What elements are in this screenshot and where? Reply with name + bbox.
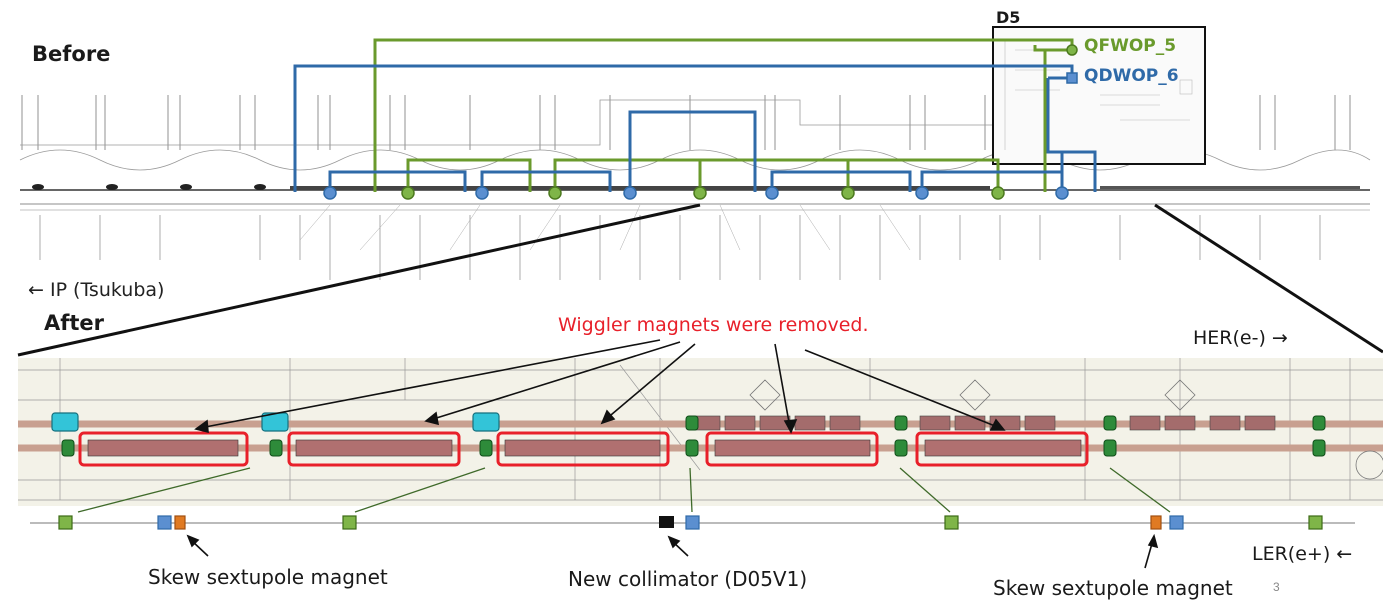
- wiggler-arrows: [194, 339, 1006, 434]
- before-ticks: [21, 95, 1351, 150]
- blue-wiring: [293, 64, 1097, 192]
- skew-sextupole-label-left: Skew sextupole magnet: [148, 565, 388, 589]
- before-title: Before: [32, 42, 111, 66]
- cyan-elements: [51, 412, 500, 432]
- collimator-label: New collimator (D05V1): [568, 567, 808, 591]
- before-magnets: [32, 184, 1360, 190]
- ler-direction-label: LER(e+) ←: [1252, 543, 1353, 565]
- d5-inset: [992, 26, 1206, 165]
- before-fan: [299, 204, 911, 251]
- after-title: After: [44, 311, 105, 335]
- qdwop-label: QDWOP_6: [1084, 66, 1179, 86]
- wiggler-sections: [78, 431, 1089, 467]
- before-nodes: [323, 44, 1078, 200]
- her-direction-label: HER(e-) →: [1193, 327, 1288, 349]
- zoom-lines: [17, 203, 1383, 357]
- page-number: 3: [1273, 580, 1280, 594]
- label-pointers: [186, 533, 1159, 569]
- d5-label: D5: [996, 8, 1021, 27]
- qfwop-label: QFWOP_5: [1084, 36, 1177, 56]
- wiggler-note: Wiggler magnets were removed.: [558, 314, 869, 336]
- after-green-quads: [61, 415, 1326, 457]
- green-wiring: [373, 38, 1074, 192]
- after-panel: [18, 358, 1383, 506]
- bottom-marker-row: [30, 515, 1355, 530]
- her-magnets: [689, 415, 1276, 431]
- before-lower-ticks: [39, 215, 1321, 280]
- quad-arrows: [77, 467, 1171, 513]
- ip-direction-label: ← IP (Tsukuba): [28, 279, 165, 301]
- skew-sextupole-label-right: Skew sextupole magnet: [993, 576, 1233, 600]
